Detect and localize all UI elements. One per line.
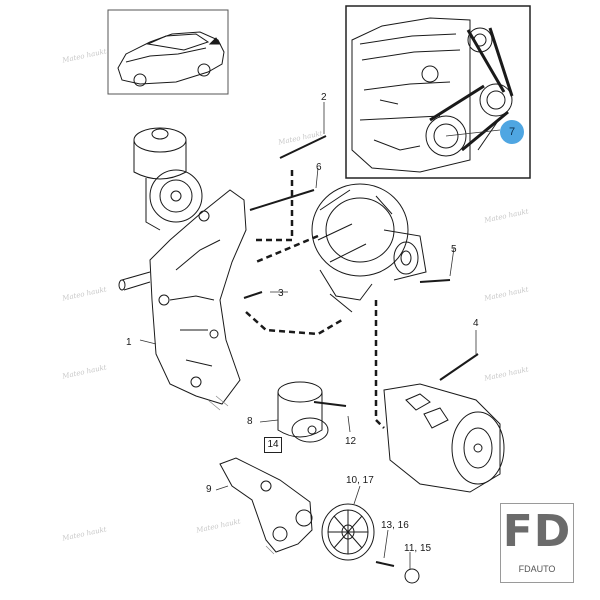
bolts: [243, 135, 479, 584]
hatch-marks: [207, 395, 275, 555]
callout-8: 8: [247, 416, 253, 427]
logo-text: FDAUTO: [518, 564, 556, 574]
callout-9: 9: [206, 484, 212, 495]
callout-5: 5: [451, 244, 457, 255]
idler-bracket: [219, 457, 313, 553]
ac-compressor: [383, 383, 505, 493]
mounting-bracket: [118, 189, 247, 405]
callout-1: 1: [126, 337, 132, 348]
alternator: [311, 183, 427, 313]
car-inset: [107, 9, 229, 95]
fdauto-logo: FD FDAUTO: [500, 503, 574, 583]
belt-routing-lines: [245, 170, 385, 429]
power-steering-pump: [133, 127, 203, 231]
engine-inset: [345, 5, 531, 179]
callout-13-16: 13, 16: [381, 520, 409, 531]
leader-lines: [139, 102, 501, 570]
callout-7-badge: 7: [500, 120, 524, 144]
tensioner: [277, 381, 329, 443]
callout-14-box: 14: [264, 437, 282, 453]
callout-12: 12: [345, 436, 357, 447]
callout-4: 4: [473, 318, 479, 329]
callout-6: 6: [316, 162, 322, 173]
callout-10-17: 10, 17: [346, 475, 374, 486]
logo-mark: FD: [502, 506, 572, 557]
idler-pulley: [321, 503, 375, 561]
callout-2: 2: [321, 92, 327, 103]
callout-numbers: 1 2 3 4 5 6 8 9 10, 17 11, 15 12 13, 16: [126, 92, 479, 554]
callout-3: 3: [278, 288, 284, 299]
callout-11-15: 11, 15: [404, 543, 431, 554]
